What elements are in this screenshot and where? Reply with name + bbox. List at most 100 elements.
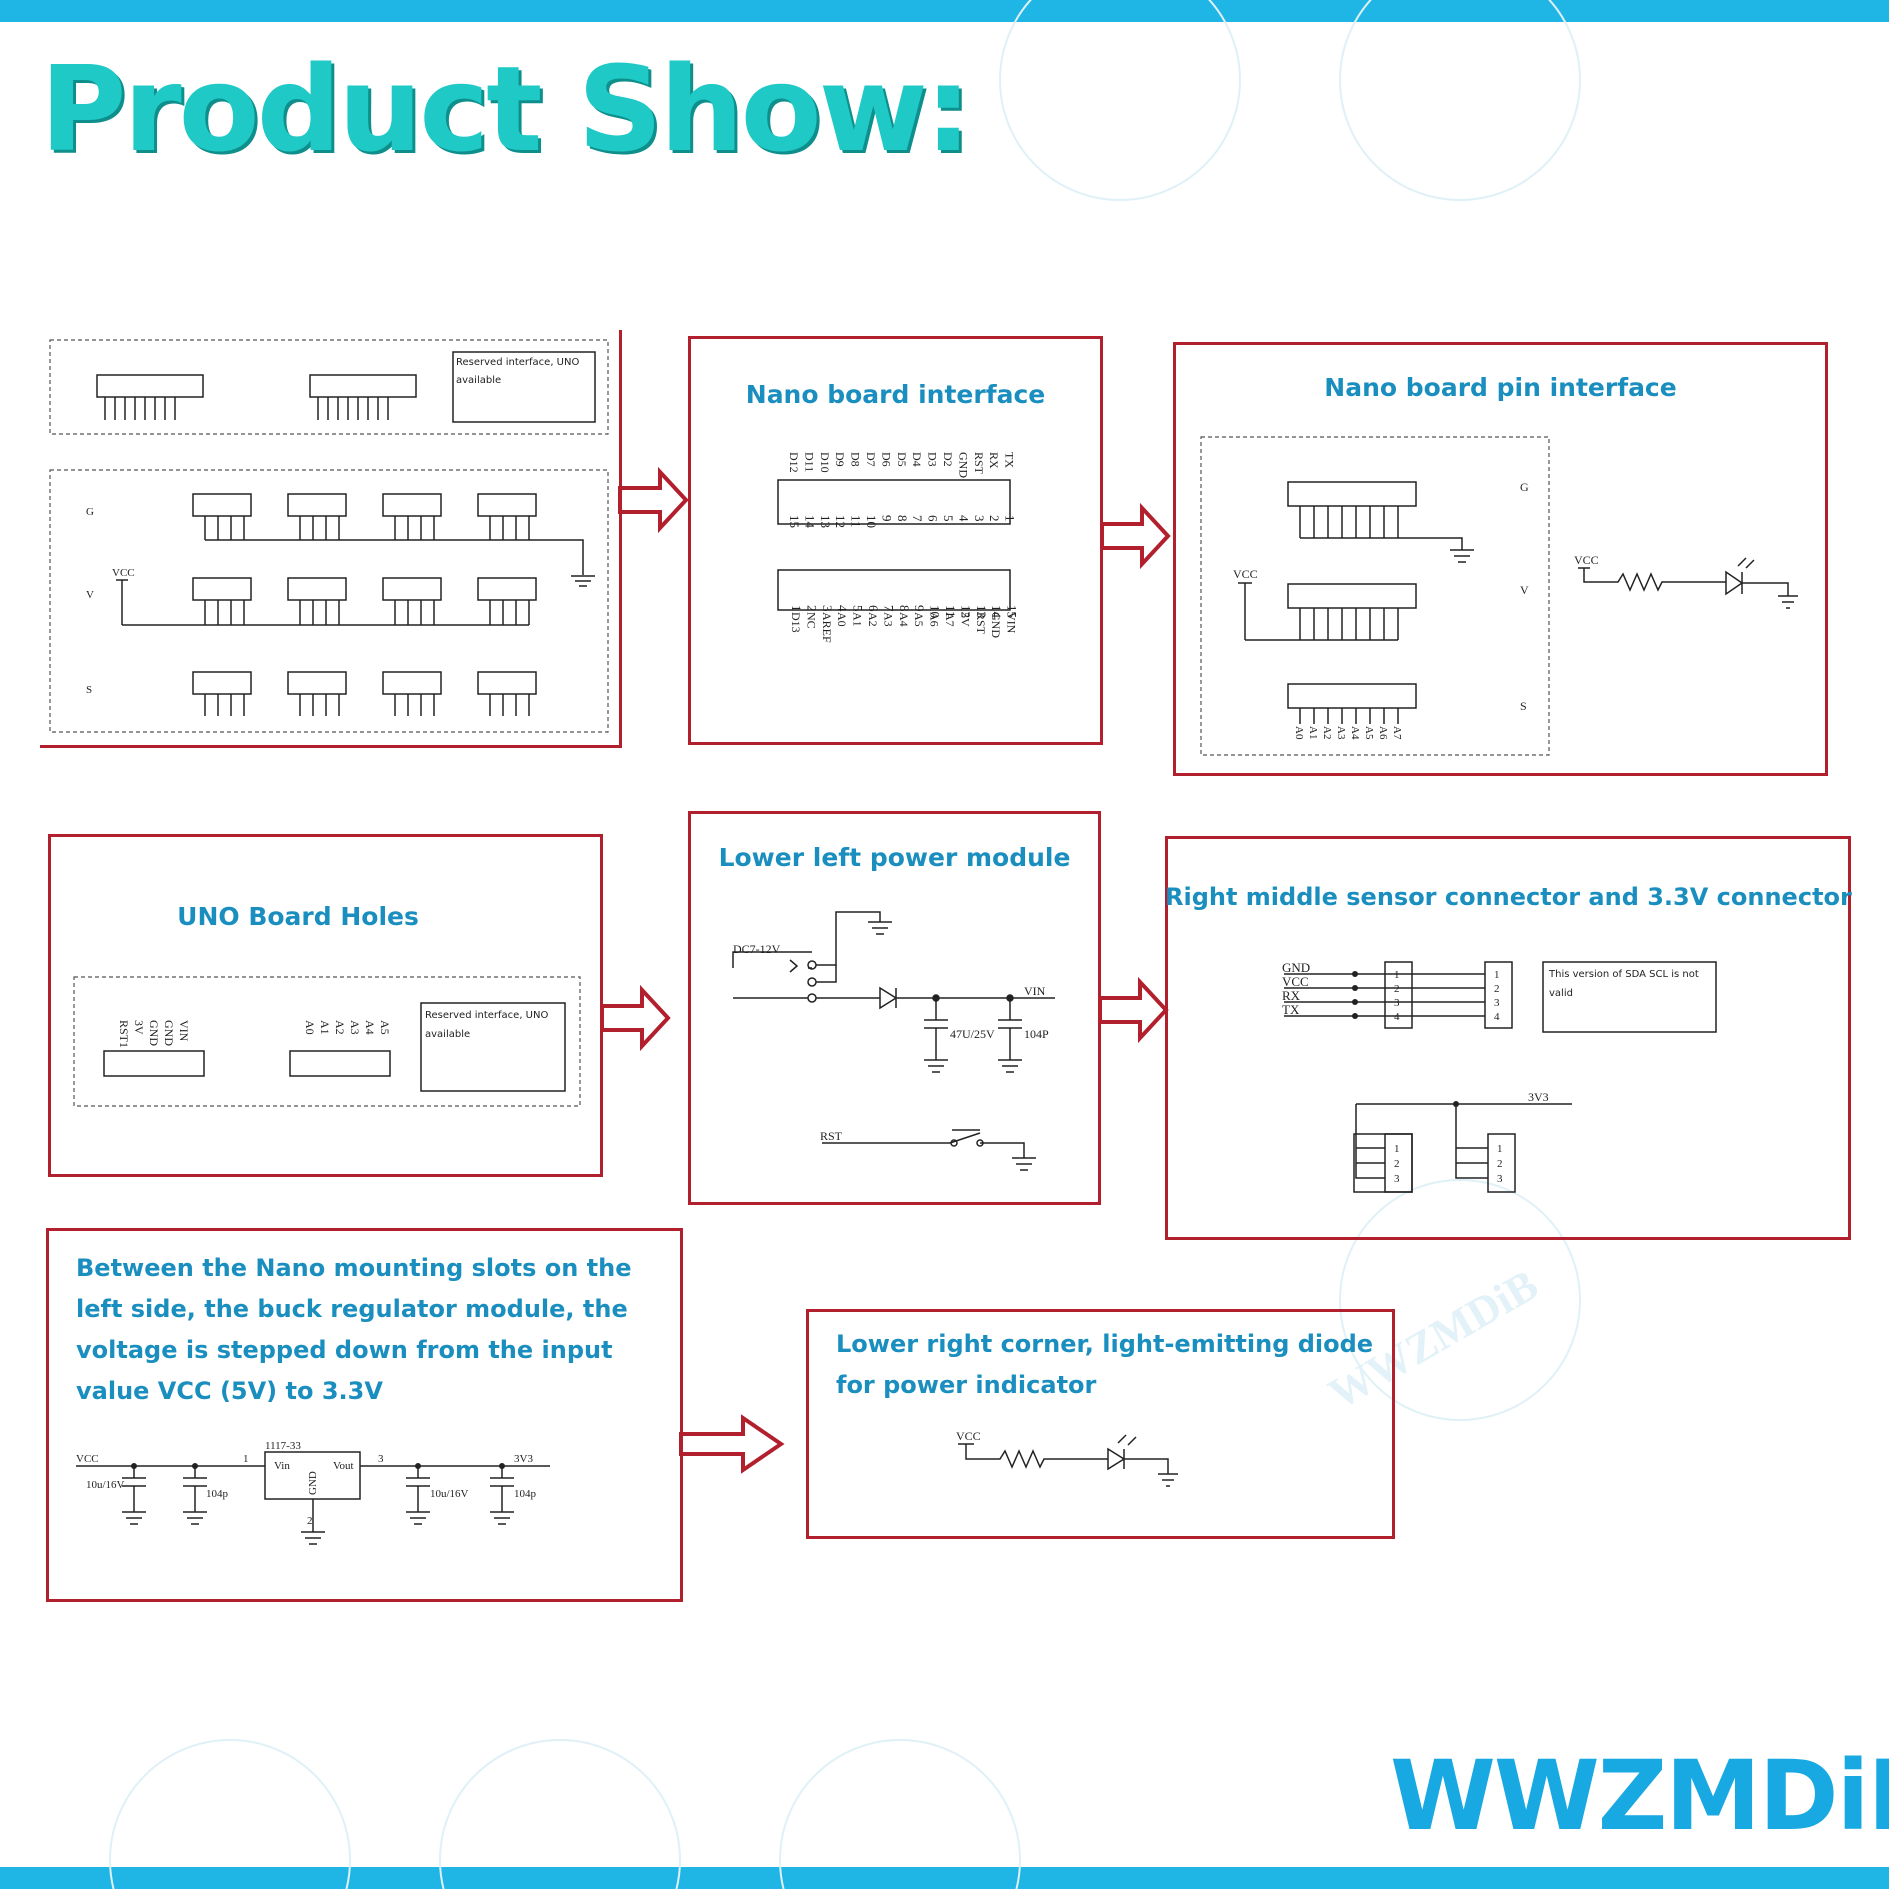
connector3-pin-number: 1 (1497, 1143, 1503, 1155)
nano-bottom-pin-label: 5V (958, 612, 972, 627)
nano-top-pin-label: D2 (941, 452, 955, 467)
pin-v-label: V (1520, 583, 1529, 597)
nano-bottom-pin-number: 6 (866, 605, 881, 612)
nano-bottom-pin-number: 15 (1005, 605, 1020, 618)
uno-right-pin-label: A3 (348, 1020, 362, 1035)
buck-gnd-label: GND (307, 1471, 319, 1495)
sensor-signal-label: VCC (1282, 974, 1309, 989)
nano-top-pin-label: RST (972, 452, 986, 475)
nano-bottom-pin-label: A1 (851, 612, 865, 627)
flow-arrow-3 (600, 984, 671, 1052)
nano-top-pin-label: TX (1003, 452, 1017, 468)
nano-top-pin-number: 7 (910, 515, 925, 522)
cap2-label: 104P (1024, 1027, 1049, 1041)
buck-description: Between the Nano mounting slots on the l… (76, 1254, 632, 1405)
uno-left-pin-label: 3V (132, 1020, 146, 1035)
reserved-note: Reserved interface, UNO available (456, 357, 580, 386)
nano-bottom-pin-number: 10 (928, 605, 943, 618)
sensor-pin-number: 1 (1394, 969, 1400, 981)
nano-top-pin-number: 5 (941, 515, 956, 522)
uno-right-pin-label: A5 (378, 1020, 392, 1035)
panel-top-left (40, 330, 622, 748)
buck-c4-label: 104p (514, 1488, 537, 1500)
led-vcc-label: VCC (1574, 553, 1599, 567)
power-module-title: Lower left power module (718, 843, 1071, 872)
nano-bottom-pin-label: A0 (835, 612, 849, 627)
sensor-pin-number: 3 (1394, 997, 1400, 1009)
panel-led-indicator (806, 1309, 1395, 1539)
nano-top-pin-number: 6 (926, 515, 941, 522)
uno-holes-title: UNO Board Holes (177, 902, 419, 931)
uno-right-pin-label: A2 (333, 1020, 347, 1035)
sensor-pin-number: 1 (1494, 969, 1500, 981)
panel-nano-pin (1173, 342, 1828, 776)
sensor-connector-title: Right middle sensor connector and 3.3V c… (1165, 883, 1852, 911)
nano-top-pin-number: 2 (987, 515, 1002, 522)
nano-top-pin-number: 11 (849, 515, 864, 528)
uno-right-pin-label: A0 (303, 1020, 317, 1035)
nano-s-pin-label: A1 (1307, 726, 1319, 739)
nano-s-pin-label: A4 (1349, 726, 1361, 740)
nano-s-pin-label: A5 (1363, 726, 1375, 740)
nano-top-pin-number: 8 (895, 515, 910, 522)
nano-bottom-pin-number: 11 (943, 605, 958, 618)
nano-bottom-pin-number: 12 (958, 605, 973, 618)
v-row-label: V (86, 589, 94, 601)
nano-top-pin-label: D5 (895, 452, 909, 467)
buck-c3-label: 10u/16V (430, 1488, 469, 1500)
nano-top-pin-label: D12 (787, 452, 801, 473)
page-title: Product Show: (40, 40, 972, 178)
pin-vcc-label: VCC (1233, 567, 1258, 581)
nano-top-pin-number: 12 (833, 515, 848, 528)
buck-c2-label: 104p (206, 1488, 229, 1500)
nano-pin-title: Nano board pin interface (1324, 373, 1677, 402)
nano-bottom-pin-number: 1 (789, 605, 804, 612)
nano-top-pin-number: 10 (864, 515, 879, 528)
rst-label: RST (820, 1129, 843, 1143)
nano-top-pin-number: 15 (787, 515, 802, 528)
buck-pin3-label: 3 (378, 1453, 384, 1465)
vin-label: VIN (1024, 984, 1046, 998)
panel-sensor-connector (1165, 836, 1851, 1240)
nano-bottom-pin-label: A2 (866, 612, 880, 627)
connector3-pin-number: 3 (1394, 1173, 1400, 1185)
nano-top-pin-number: 14 (802, 515, 817, 529)
uno-left-pin-label: GND (162, 1020, 176, 1046)
connector3-pin-number: 2 (1497, 1158, 1503, 1170)
buck-chip-label: 1117-33 (265, 1440, 301, 1452)
flow-arrow-1 (618, 466, 689, 534)
nano-bottom-pin-number: 14 (989, 605, 1004, 619)
vcc-label: VCC (112, 567, 135, 579)
buck-pin2-label: 2 (307, 1515, 313, 1527)
buck-vin-label: Vin (274, 1460, 290, 1472)
nano-s-pin-label: A3 (1335, 726, 1347, 740)
nano-top-pin-number: 3 (972, 515, 987, 522)
sensor-signal-label: RX (1282, 988, 1301, 1003)
buck-pin1-label: 1 (243, 1453, 249, 1465)
flow-arrow-4 (1098, 976, 1169, 1044)
uno-left-pin-label: RST1 (117, 1020, 131, 1048)
g-row-label: G (86, 506, 94, 518)
nano-bottom-pin-label: A3 (881, 612, 895, 627)
brand-logo: WWZMDiB (1390, 1740, 1889, 1852)
cap1-label: 47U/25V (950, 1027, 995, 1041)
sensor-pin-number: 2 (1494, 983, 1500, 995)
sensor-pin-number: 3 (1494, 997, 1500, 1009)
uno-left-pin-label: GND (147, 1020, 161, 1046)
nano-s-pin-label: A2 (1321, 726, 1333, 739)
nano-top-pin-label: D8 (849, 452, 863, 467)
connector3-pin-number: 3 (1497, 1173, 1503, 1185)
nano-bottom-pin-label: VIN (1005, 612, 1019, 634)
nano-bottom-pin-number: 3 (820, 605, 835, 612)
v33-label: 3V3 (1528, 1090, 1549, 1104)
nano-bottom-pin-label: A6 (928, 612, 942, 627)
buck-vcc-label: VCC (76, 1453, 99, 1465)
sda-scl-note: This version of SDA SCL is not valid (1549, 969, 1699, 999)
nano-bottom-pin-label: A5 (912, 612, 926, 627)
sensor-signal-label: GND (1282, 960, 1310, 975)
connector3-pin-number: 1 (1394, 1143, 1400, 1155)
nano-top-pin-label: RX (987, 452, 1001, 469)
nano-bottom-pin-label: AREF (820, 612, 834, 643)
